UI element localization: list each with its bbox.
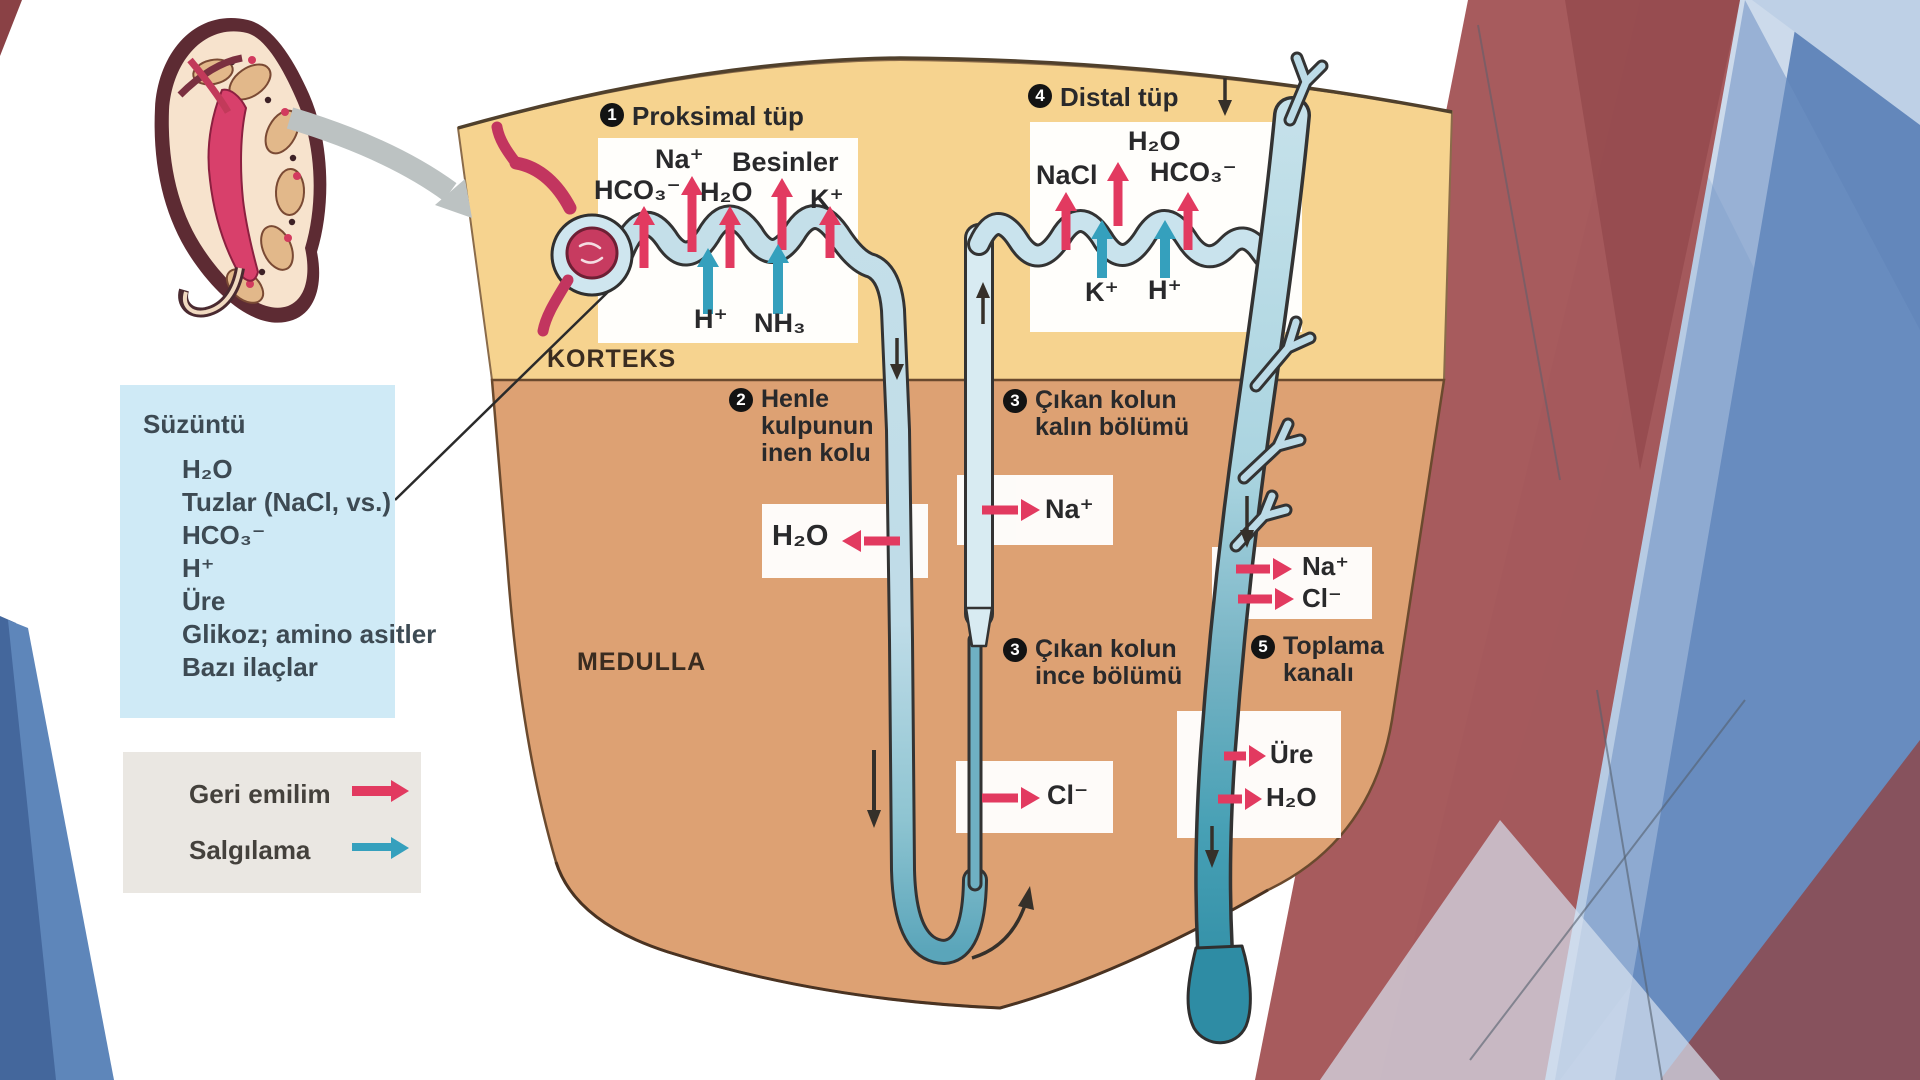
badge-3a: 3 bbox=[1003, 389, 1027, 413]
distal-h2o-label: H₂O bbox=[1128, 126, 1181, 156]
filtrate-item: H⁺ bbox=[182, 553, 215, 583]
collecting-cl-label: Cl⁻ bbox=[1302, 583, 1342, 613]
secretion-arrow-icon bbox=[352, 837, 409, 859]
badge-5: 5 bbox=[1251, 635, 1275, 659]
proximal-nh3-label: NH₃ bbox=[754, 308, 806, 338]
transport-arrows bbox=[633, 162, 1294, 810]
reabsorption-arrows-collecting-ure-h2o bbox=[1218, 745, 1266, 810]
filtrate-item: Bazı ilaçlar bbox=[182, 652, 318, 682]
distal-hco3-label: HCO₃⁻ bbox=[1150, 157, 1237, 187]
filtrate-item: H₂O bbox=[182, 454, 233, 484]
ascending-transition bbox=[964, 606, 994, 648]
descending-h2o-label: H₂O bbox=[772, 520, 829, 552]
thick-ascending-title-text: Çıkan kolun kalın bölümü bbox=[1035, 386, 1190, 441]
thin-ascending-title: 3 Çıkan kolun ince bölümü bbox=[1003, 636, 1182, 690]
secretion-arrows-proximal bbox=[697, 244, 789, 314]
collecting-na-label: Na⁺ bbox=[1302, 551, 1349, 581]
proximal-title: 1 Proksimal tüp bbox=[600, 101, 804, 132]
filtrate-pointer-line bbox=[394, 287, 613, 501]
reabsorption-arrow-descending-h2o bbox=[842, 530, 900, 552]
filtrate-item: Üre bbox=[182, 586, 226, 616]
badge-3b: 3 bbox=[1003, 638, 1027, 662]
filtrate-item: HCO₃⁻ bbox=[182, 520, 266, 550]
flow-arrow-loop-turn bbox=[971, 901, 1028, 960]
reabsorption-arrows-collecting-nacl bbox=[1236, 558, 1294, 610]
badge-4: 4 bbox=[1028, 84, 1052, 108]
cortex-label: KORTEKS bbox=[547, 345, 677, 373]
distal-title-text: Distal tüp bbox=[1060, 82, 1179, 112]
proximal-hco3-label: HCO₃⁻ bbox=[594, 175, 681, 205]
filtrate-title: Süzüntü bbox=[143, 409, 246, 439]
glomerulus bbox=[565, 226, 619, 280]
thin-asc-cl-label: Cl⁻ bbox=[1047, 780, 1089, 810]
legend-secretion-label: Salgılama bbox=[189, 835, 311, 865]
flow-arrows bbox=[867, 78, 1254, 960]
afferent-arteriole bbox=[509, 156, 577, 215]
efferent-arteriole bbox=[537, 274, 574, 337]
decor-left-wedge bbox=[0, 616, 114, 1080]
reabsorption-arrow-icon bbox=[352, 780, 409, 802]
thick-ascending-title: 3 Çıkan kolun kalın bölümü bbox=[1003, 387, 1189, 441]
collecting-duct-branches bbox=[1229, 51, 1329, 553]
collecting-ure-label: Üre bbox=[1270, 739, 1314, 769]
decor-top-left-triangle bbox=[0, 0, 22, 56]
kidney-illustration bbox=[154, 18, 327, 323]
proximal-na-label: Na⁺ bbox=[655, 144, 704, 174]
henle-title-text: Henle kulpunun inen kolu bbox=[761, 385, 874, 467]
tubule-system bbox=[491, 51, 1329, 1045]
collecting-h2o-label: H₂O bbox=[1266, 782, 1317, 812]
filtrate-item: Glikoz; amino asitler bbox=[182, 619, 437, 649]
renal-papilla bbox=[1186, 944, 1252, 1045]
kidney-zoom-arrow bbox=[286, 107, 472, 218]
distal-h-label: H⁺ bbox=[1148, 275, 1182, 305]
proximal-k-label: K⁺ bbox=[810, 184, 844, 214]
badge-1: 1 bbox=[600, 103, 624, 127]
reabsorption-arrows-proximal bbox=[633, 176, 841, 268]
distal-nacl-label: NaCl bbox=[1036, 160, 1098, 190]
proximal-h-label: H⁺ bbox=[694, 304, 728, 334]
legend-panel: Geri emilim Salgılama bbox=[123, 752, 421, 893]
proximal-h2o-label: H₂O bbox=[700, 177, 753, 207]
filtrate-list: H₂O Tuzlar (NaCl, vs.) HCO₃⁻ H⁺ Üre Glik… bbox=[182, 453, 436, 684]
legend-reabsorption-label: Geri emilim bbox=[189, 779, 331, 809]
medulla-label: MEDULLA bbox=[577, 648, 707, 676]
proximal-title-text: Proksimal tüp bbox=[632, 101, 804, 131]
filtrate-panel: Süzüntü H₂O Tuzlar (NaCl, vs.) HCO₃⁻ H⁺ … bbox=[120, 385, 436, 718]
badge-2: 2 bbox=[729, 388, 753, 412]
collecting-title-text: Toplama kanalı bbox=[1283, 632, 1384, 687]
decor-right-cluster bbox=[1255, 0, 1920, 1080]
reabsorption-arrows-distal bbox=[1055, 162, 1199, 250]
distal-k-label: K⁺ bbox=[1085, 277, 1119, 307]
filtrate-item: Tuzlar (NaCl, vs.) bbox=[182, 487, 392, 517]
thick-asc-na-label: Na⁺ bbox=[1045, 494, 1094, 524]
reabsorption-arrow-thin-cl bbox=[982, 787, 1040, 809]
collecting-title: 5 Toplama kanalı bbox=[1251, 633, 1384, 687]
thin-ascending-title-text: Çıkan kolun ince bölümü bbox=[1035, 635, 1183, 690]
proximal-besinler-label: Besinler bbox=[732, 147, 839, 177]
secretion-arrows-distal bbox=[1091, 220, 1176, 278]
distal-title: 4 Distal tüp bbox=[1028, 82, 1178, 113]
henle-title: 2 Henle kulpunun inen kolu bbox=[729, 386, 873, 467]
reabsorption-arrow-thick-na bbox=[982, 499, 1040, 521]
